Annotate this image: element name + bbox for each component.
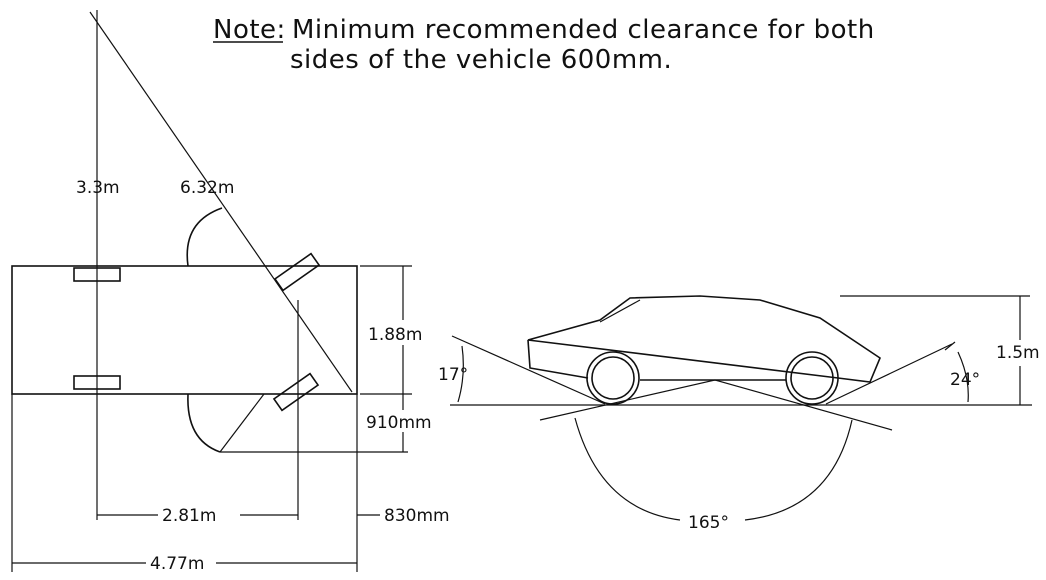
breakover-arc-left: [574, 417, 681, 521]
front-right-wheel: [272, 372, 320, 412]
breakover-line-right: [714, 379, 893, 431]
front-left-wheel: [273, 252, 321, 292]
departure-label: 24°: [950, 370, 980, 390]
plan-view: 3.3m 6.32m 1.88m 910mm 2.81m 830mm 4.77m: [11, 10, 450, 574]
car-body-outline: [527, 295, 881, 383]
note-block: Note: Minimum recommended clearance for …: [213, 15, 875, 75]
breakover-line-left: [539, 379, 716, 421]
vehicle-body-outline: [11, 265, 358, 395]
outer-radius-line: [89, 11, 353, 393]
front-wheel: [586, 351, 640, 405]
windshield-line: [599, 299, 641, 323]
rear-wheel: [785, 351, 839, 405]
lower-sweep-arc: [187, 393, 221, 453]
inner-radius-label: 3.3m: [76, 178, 120, 198]
side-view: 165° 17° 24° 1.5m: [438, 295, 1040, 533]
departure-arc: [957, 351, 969, 403]
rear-right-wheel: [73, 375, 121, 390]
height-label: 1.5m: [996, 343, 1040, 363]
departure-line-tip: [944, 341, 956, 351]
width-label: 1.88m: [368, 325, 422, 345]
overhang-label: 830mm: [384, 506, 450, 526]
breakover-arc-right: [744, 419, 853, 521]
upper-sweep-arc: [186, 207, 223, 267]
rear-left-wheel: [73, 267, 121, 282]
departure-line: [825, 343, 953, 405]
front-tire-inner: [591, 356, 635, 400]
approach-arc: [457, 345, 464, 403]
outer-radius-label: 6.32m: [180, 178, 234, 198]
clearance-label: 910mm: [366, 413, 432, 433]
note-label: Note:: [213, 15, 286, 45]
breakover-label: 165°: [688, 513, 729, 533]
approach-label: 17°: [438, 365, 468, 385]
rear-tire-inner: [790, 356, 834, 400]
lower-sweep-chord: [219, 393, 265, 453]
length-label: 4.77m: [150, 554, 204, 574]
wheelbase-label: 2.81m: [162, 506, 216, 526]
note-line-2: sides of the vehicle 600mm.: [290, 45, 672, 75]
approach-line: [451, 335, 606, 405]
note-line-1: Minimum recommended clearance for both: [292, 15, 875, 45]
